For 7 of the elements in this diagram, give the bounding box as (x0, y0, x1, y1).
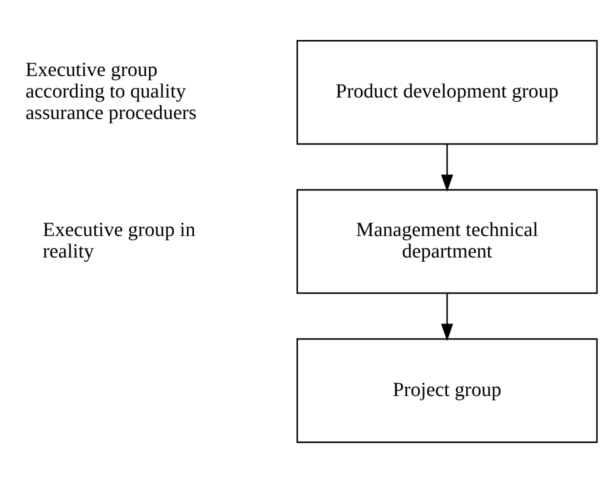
node-box: Project group (296, 338, 598, 442)
label: Executive group in reality (42, 218, 196, 262)
node-box: Management technical department (296, 188, 598, 294)
node-box: Product development group (296, 40, 598, 144)
arrow (441, 292, 454, 340)
label: Executive group according to quality assurance proceduers (26, 58, 197, 124)
arrow (441, 144, 454, 192)
